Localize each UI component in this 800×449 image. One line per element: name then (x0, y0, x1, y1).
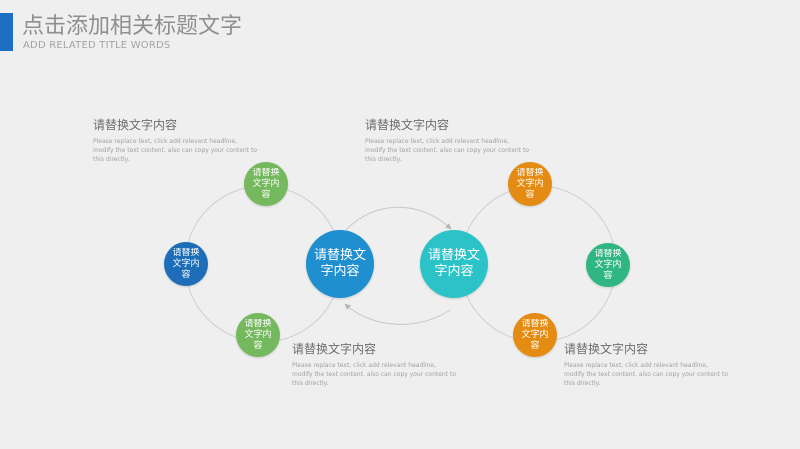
text-block-top-left: 请替换文字内容 Please replace text, click add r… (93, 118, 258, 164)
center-left-node-label: 请替换文字内容 (313, 248, 366, 279)
left-middle-node-label: 请替换文字内容 (172, 247, 200, 280)
right-bottom-node: 请替换文字内容 (513, 313, 557, 357)
right-middle-node: 请替换文字内容 (586, 243, 630, 287)
right-middle-node-label: 请替换文字内容 (594, 248, 622, 281)
text-block-bottom-center: 请替换文字内容 Please replace text, click add r… (292, 342, 457, 388)
text-block-top-center: 请替换文字内容 Please replace text, click add r… (365, 118, 530, 164)
left-middle-node: 请替换文字内容 (164, 242, 208, 286)
right-top-node: 请替换文字内容 (508, 162, 552, 206)
lower-connector-arrow (344, 303, 451, 325)
center-right-node: 请替换文字内容 (420, 230, 488, 298)
page-title: 点击添加相关标题文字 (22, 14, 243, 39)
text-block-body: Please replace text, click add relevant … (564, 362, 729, 387)
text-block-body: Please replace text, click add relevant … (93, 138, 258, 163)
title-accent-bar (0, 13, 13, 51)
text-block-bottom-right: 请替换文字内容 Please replace text, click add r… (564, 342, 729, 388)
center-right-node-label: 请替换文字内容 (427, 248, 480, 279)
text-block-title: 请替换文字内容 (292, 342, 377, 356)
upper-connector-arrow (345, 206, 452, 231)
right-top-node-label: 请替换文字内容 (516, 167, 544, 200)
right-bottom-node-label: 请替换文字内容 (521, 318, 549, 351)
text-block-title: 请替换文字内容 (564, 342, 649, 356)
center-left-node: 请替换文字内容 (306, 230, 374, 298)
text-block-title: 请替换文字内容 (93, 118, 178, 132)
text-block-body: Please replace text, click add relevant … (365, 138, 530, 163)
text-block-title: 请替换文字内容 (365, 118, 450, 132)
text-block-body: Please replace text, click add relevant … (292, 362, 457, 387)
left-top-node: 请替换文字内容 (244, 162, 288, 206)
page-subtitle: ADD RELATED TITLE WORDS (23, 40, 171, 51)
left-top-node-label: 请替换文字内容 (252, 167, 280, 200)
left-bottom-node: 请替换文字内容 (236, 313, 280, 357)
left-bottom-node-label: 请替换文字内容 (244, 318, 272, 351)
